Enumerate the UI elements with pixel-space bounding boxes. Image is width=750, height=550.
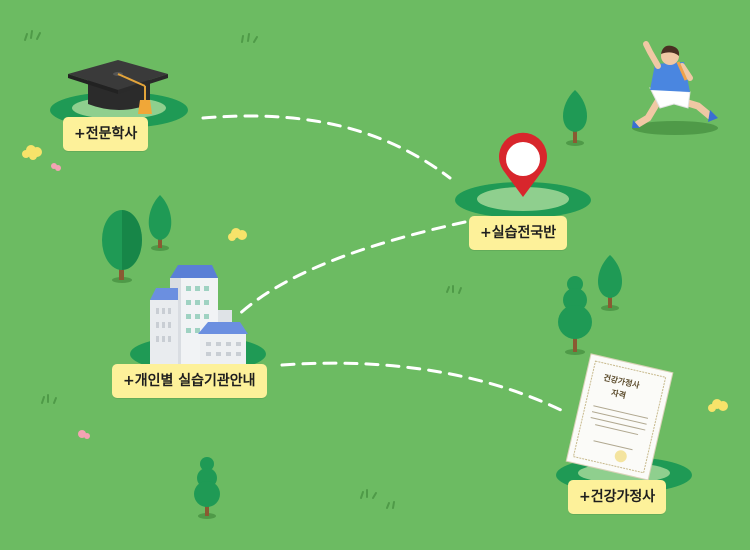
- certificate-icon: [556, 353, 692, 493]
- label-practicum-guide[interactable]: +개인별 실습기관안내: [112, 364, 267, 398]
- flower-icon: [22, 145, 728, 439]
- label-health-home[interactable]: +건강가정사: [568, 480, 667, 514]
- runner-figure: [632, 41, 718, 135]
- route-path: [201, 114, 567, 414]
- label-practicum-nationwide[interactable]: +실습전국반: [469, 216, 568, 250]
- grass-tufts: [24, 30, 462, 509]
- location-pin-icon: [455, 132, 591, 218]
- building-icon: [130, 265, 266, 372]
- label-associate-degree[interactable]: +전문학사: [63, 117, 149, 151]
- tree-icon: [102, 90, 622, 519]
